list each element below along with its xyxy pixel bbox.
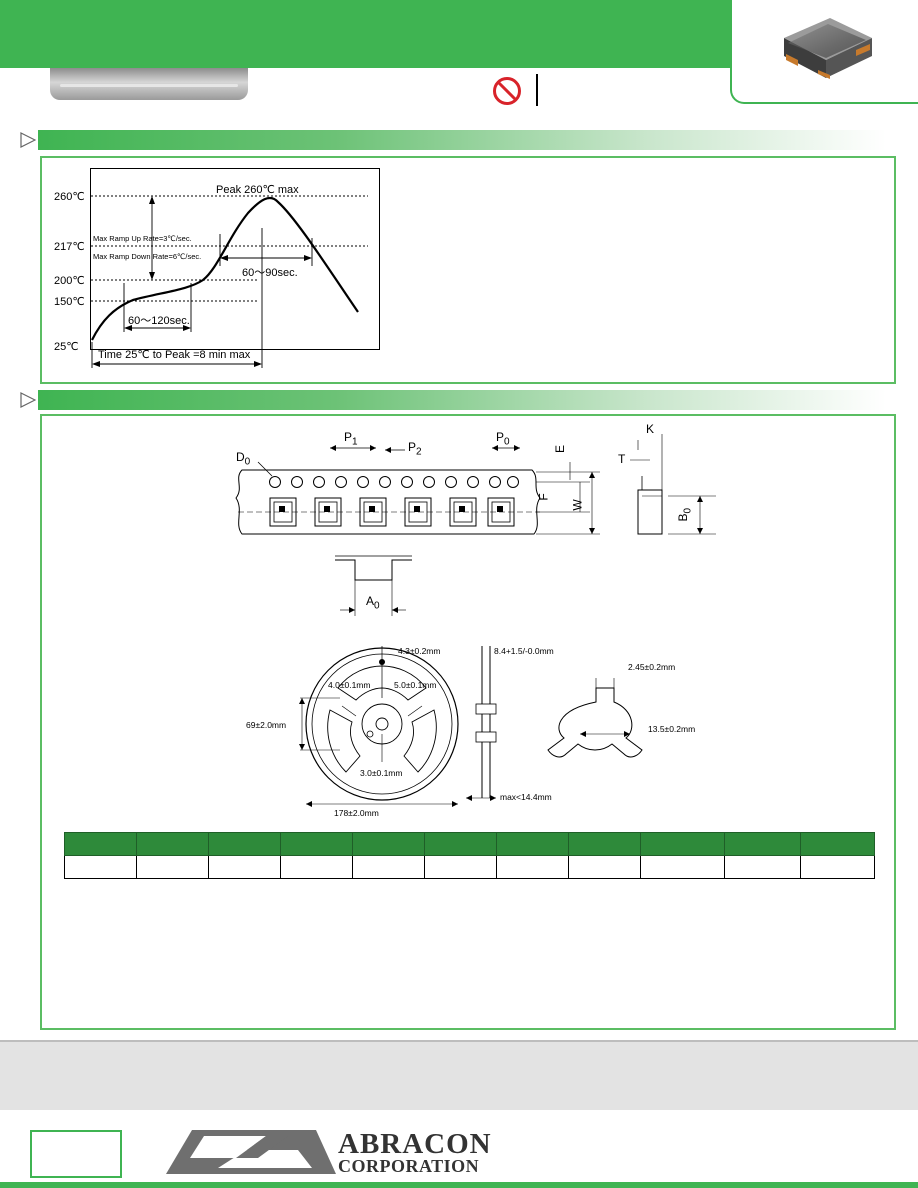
ramp-up-label: Max Ramp Up Rate=3℃/sec. [93,234,192,243]
table-header-cell [724,832,801,856]
hub-diameter-label: 13.5±0.2mm [648,724,696,734]
product-image-box [730,0,918,104]
dim-p1-label: P1 [344,430,358,448]
table-header-row [64,832,875,856]
reel-diameter-label: 178±2.0mm [334,808,379,818]
footer-band [0,1040,918,1110]
reel-center-label: 3.0±0.1mm [360,768,403,778]
hub-slot-label: 2.45±0.2mm [628,662,676,672]
reel-width-label: 8.4+1.5/-0.0mm [494,646,554,656]
section-arrow-icon [20,392,36,408]
ramp-down-label: Max Ramp Down Rate=6℃/sec. [93,252,202,261]
reel-max-width-label: max<14.4mm [500,792,552,802]
logo-corporation-text: CORPORATION [338,1156,480,1176]
reel-hub-label: 69±2.0mm [246,720,287,730]
table-cell [136,855,209,879]
dim-f-label: F [536,493,551,501]
table-cell [280,855,353,879]
dim-p2-label: P2 [408,440,422,458]
reel-drawing [299,646,643,807]
table-row [64,855,875,879]
bottom-band [0,1182,918,1188]
liquidus-time-label: 60～90sec. [242,267,298,279]
dim-b0-label: B0 [676,507,694,522]
preheat-time-label: 60～120sec. [128,315,190,327]
peak-label: Peak 260℃ max [216,184,299,196]
table-header-cell [64,832,137,856]
dim-t-label: T [618,452,626,466]
table-header-cell [136,832,209,856]
header-divider [536,74,538,106]
temp-label-200: 200℃ [54,275,85,287]
temp-label-260: 260℃ [54,191,85,203]
table-cell [496,855,569,879]
time-to-peak-label: Time 25℃ to Peak =8 min max [98,349,251,361]
table-cell [640,855,725,879]
prohibited-icon [493,77,521,105]
table-cell [424,855,497,879]
temp-label-150: 150℃ [54,296,85,308]
tape-dimension-table [64,832,875,879]
reflow-profile-chart [91,195,368,368]
logo-abracon-text: ABRACON [338,1128,492,1160]
table-header-cell [424,832,497,856]
reel-top-slot-label: 4.3±0.2mm [398,646,441,656]
dim-d0-label: D0 [236,450,251,468]
temp-label-25: 25℃ [54,341,79,353]
smd-inductor-image [784,18,872,79]
dim-w-label: W [570,499,585,511]
table-cell [352,855,425,879]
reel-left-slot-label: 4.0±0.1mm [328,680,371,690]
reflow-chart-frame [90,168,380,350]
footer-divider [0,1040,918,1042]
table-cell [568,855,641,879]
packaging-section-bar [38,390,886,410]
carrier-tape-drawing [235,434,716,616]
table-header-cell [352,832,425,856]
dim-a0-label: A0 [366,594,380,612]
page-number-box [30,1130,122,1178]
table-header-cell [280,832,353,856]
section-arrow-icon [20,132,36,148]
temp-label-217: 217℃ [54,241,85,253]
abracon-logo-mark [166,1130,336,1174]
dim-k-label: K [646,422,655,436]
reflow-section-bar [38,130,886,150]
table-header-cell [800,832,875,856]
table-header-cell [496,832,569,856]
table-cell [800,855,875,879]
table-cell [64,855,137,879]
table-cell [208,855,281,879]
gray-tab [50,68,248,100]
table-cell [724,855,801,879]
reel-right-slot-label: 5.0±0.1mm [394,680,437,690]
table-header-cell [208,832,281,856]
dim-p0-label: P0 [496,430,510,448]
table-header-cell [568,832,641,856]
dim-e-label: E [553,444,568,454]
table-header-cell [640,832,725,856]
